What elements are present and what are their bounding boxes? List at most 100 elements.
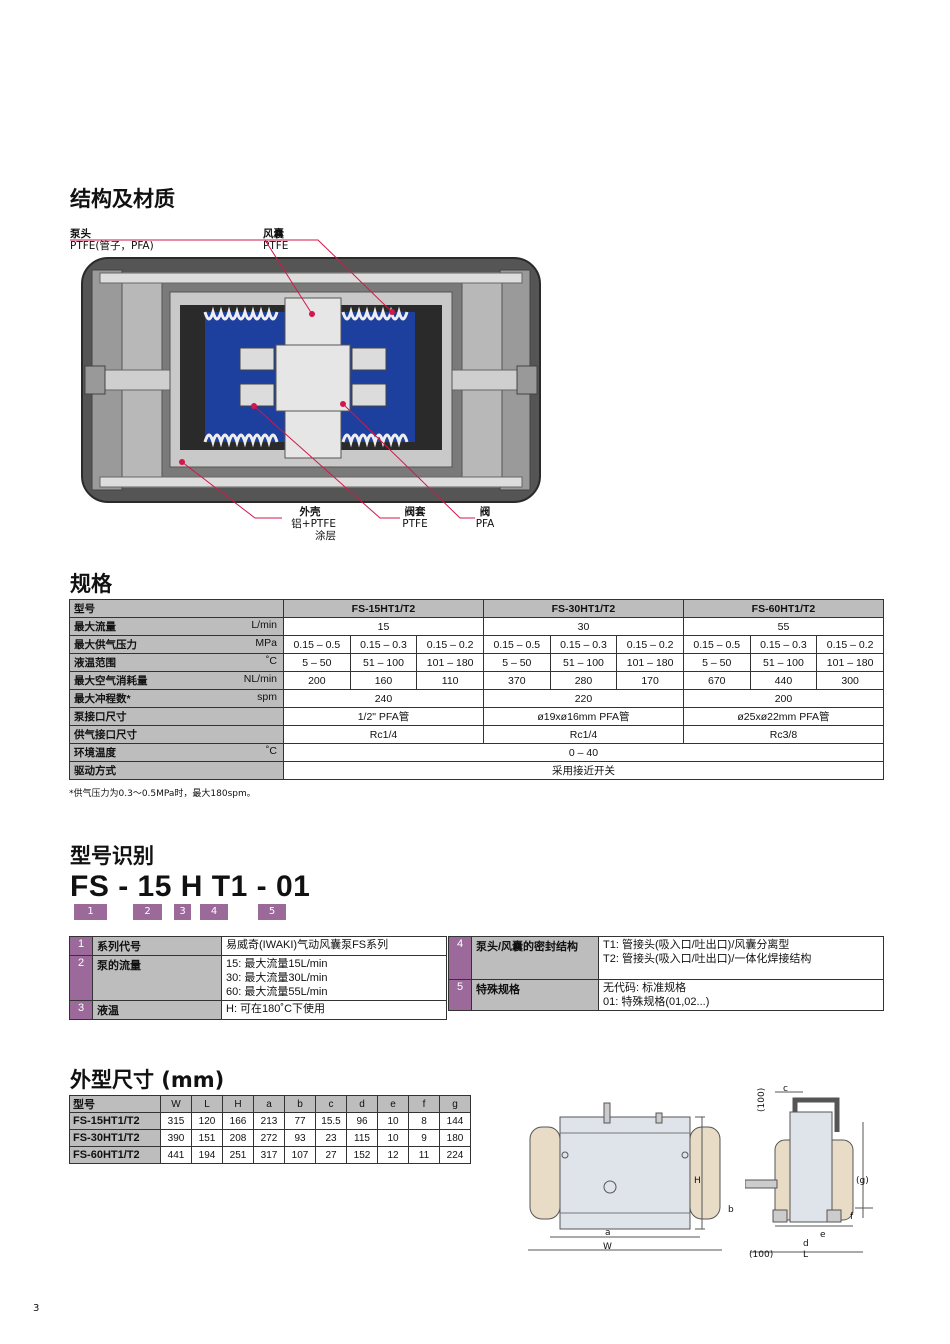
spec-title: 规格 (70, 572, 112, 596)
table-row: FS-30HT1/T2 390 151 208 272 93 23 115 10… (69, 1129, 471, 1147)
cell: 115 (346, 1129, 378, 1147)
cell: 107 (284, 1146, 316, 1164)
cell: 0.15 – 0.2 (616, 635, 684, 654)
front-view-drawing (528, 1102, 722, 1251)
table-row: 液温范围˚C 5 – 50 51 – 100 101 – 180 5 – 50 … (69, 653, 884, 672)
cell: 110 (416, 671, 484, 690)
code-part: 01 (275, 870, 311, 903)
header-cell: H (222, 1095, 254, 1113)
table-row: 1 系列代号 易威奇(IWAKI)气动风囊泵FS系列 (69, 936, 447, 956)
cell: 10 (377, 1129, 409, 1147)
cell: ø25xø22mm PFA管 (682, 707, 885, 726)
item-line: 60: 最大流量55L/min (226, 986, 328, 998)
cell: Rc1/4 (283, 725, 484, 744)
dims-title: 外型尺寸 (mm) (70, 1068, 225, 1092)
model-header: FS-15HT1/T2 (283, 599, 484, 618)
code-table-right: 4 泵头/风囊的密封结构 T1: 管接头(吸入口/吐出口)/风囊分离型 T2: … (448, 936, 884, 1011)
table-row: 环境温度˚C 0 – 40 (69, 743, 884, 762)
dim-label-100-bottom: (100) (749, 1250, 774, 1260)
cell: 390 (160, 1129, 192, 1147)
cell: 1/2" PFA管 (283, 707, 484, 726)
cell: 0.15 – 0.5 (682, 635, 751, 654)
header-cell: f (408, 1095, 440, 1113)
header-cell: e (377, 1095, 409, 1113)
cell: 240 (283, 689, 484, 708)
item-key: 系列代号 (92, 936, 222, 956)
table-row: 驱动方式 采用接近开关 (69, 761, 884, 780)
header-cell: L (191, 1095, 223, 1113)
model-code: FS - 15 H T1 - 01 (70, 870, 310, 904)
row-unit: ˚C (265, 655, 277, 667)
code-part: 15 (137, 870, 172, 903)
row-unit: ˚C (265, 745, 277, 757)
cell: 10 (377, 1112, 409, 1130)
dim-label-a: a (605, 1228, 611, 1238)
cell: 93 (284, 1129, 316, 1147)
cell: 51 – 100 (349, 653, 418, 672)
cell: 55 (682, 617, 885, 636)
cell: 317 (253, 1146, 285, 1164)
model-header: FS-60HT1/T2 (682, 599, 885, 618)
row-label: 液温范围 (74, 657, 116, 669)
table-row: FS-15HT1/T2 315 120 166 213 77 15.5 96 1… (69, 1112, 471, 1130)
cell: 51 – 100 (549, 653, 618, 672)
table-row: 4 泵头/风囊的密封结构 T1: 管接头(吸入口/吐出口)/风囊分离型 T2: … (448, 936, 884, 980)
cell: 200 (283, 671, 351, 690)
callout-valve: 阀 PFA (475, 506, 495, 530)
dim-label-b: b (728, 1205, 734, 1215)
callout-diaphragm: 风囊 PTFE (263, 228, 289, 252)
cell: 120 (191, 1112, 223, 1130)
table-row: 2 泵的流量 15: 最大流量15L/min 30: 最大流量30L/min 6… (69, 955, 447, 1001)
cell: 11 (408, 1146, 440, 1164)
table-row: 3 液温 H: 可在180˚C下使用 (69, 1000, 447, 1020)
cell: FS-30HT1/T2 (69, 1129, 161, 1147)
dim-label-c: c (783, 1084, 788, 1094)
code-part: - (118, 870, 129, 903)
item-number: 1 (69, 936, 93, 956)
code-part: H (180, 870, 203, 903)
spec-table: 型号 FS-15HT1/T2 FS-30HT1/T2 FS-60HT1/T2 最… (69, 599, 885, 780)
cell: 0.15 – 0.5 (283, 635, 351, 654)
item-line: 无代码: 标准规格 (603, 982, 687, 994)
cell: 15 (283, 617, 484, 636)
side-view-drawing (745, 1091, 873, 1253)
cell: 315 (160, 1112, 192, 1130)
item-key: 特殊规格 (471, 979, 599, 1011)
cell: 27 (315, 1146, 347, 1164)
dim-label-e: e (820, 1230, 826, 1240)
cell: 采用接近开关 (283, 761, 884, 780)
cell: 9 (408, 1129, 440, 1147)
cell: 272 (253, 1129, 285, 1147)
dim-label-H: H (694, 1176, 701, 1186)
cell: 8 (408, 1112, 440, 1130)
header-cell: d (346, 1095, 378, 1113)
cell: 670 (682, 671, 751, 690)
cell: Rc3/8 (682, 725, 885, 744)
cell: 5 – 50 (482, 653, 551, 672)
model-header: FS-30HT1/T2 (482, 599, 684, 618)
cell: 101 – 180 (816, 653, 884, 672)
cell: 101 – 180 (616, 653, 684, 672)
cell: 170 (616, 671, 684, 690)
header-cell: g (439, 1095, 471, 1113)
cell: 77 (284, 1112, 316, 1130)
code-part: - (256, 870, 268, 903)
cell: 0.15 – 0.2 (416, 635, 484, 654)
row-unit: L/min (251, 619, 277, 631)
item-line: 01: 特殊规格(01,02...) (603, 996, 710, 1008)
dim-label-W: W (603, 1242, 612, 1252)
cell: 224 (439, 1146, 471, 1164)
cell: 0.15 – 0.3 (749, 635, 818, 654)
pump-cross-section (70, 239, 541, 519)
cell: 180 (439, 1129, 471, 1147)
cell: Rc1/4 (482, 725, 684, 744)
code-badge: 1 (74, 904, 107, 920)
cell: 30 (482, 617, 684, 636)
code-part: T1 (211, 870, 248, 903)
item-key: 泵头/风囊的密封结构 (471, 936, 599, 980)
cell: 200 (682, 689, 885, 708)
cell: 213 (253, 1112, 285, 1130)
dims-table: 型号 W L H a b c d e f g FS-15HT1/T2 315 1… (69, 1095, 471, 1164)
header-cell: c (315, 1095, 347, 1113)
